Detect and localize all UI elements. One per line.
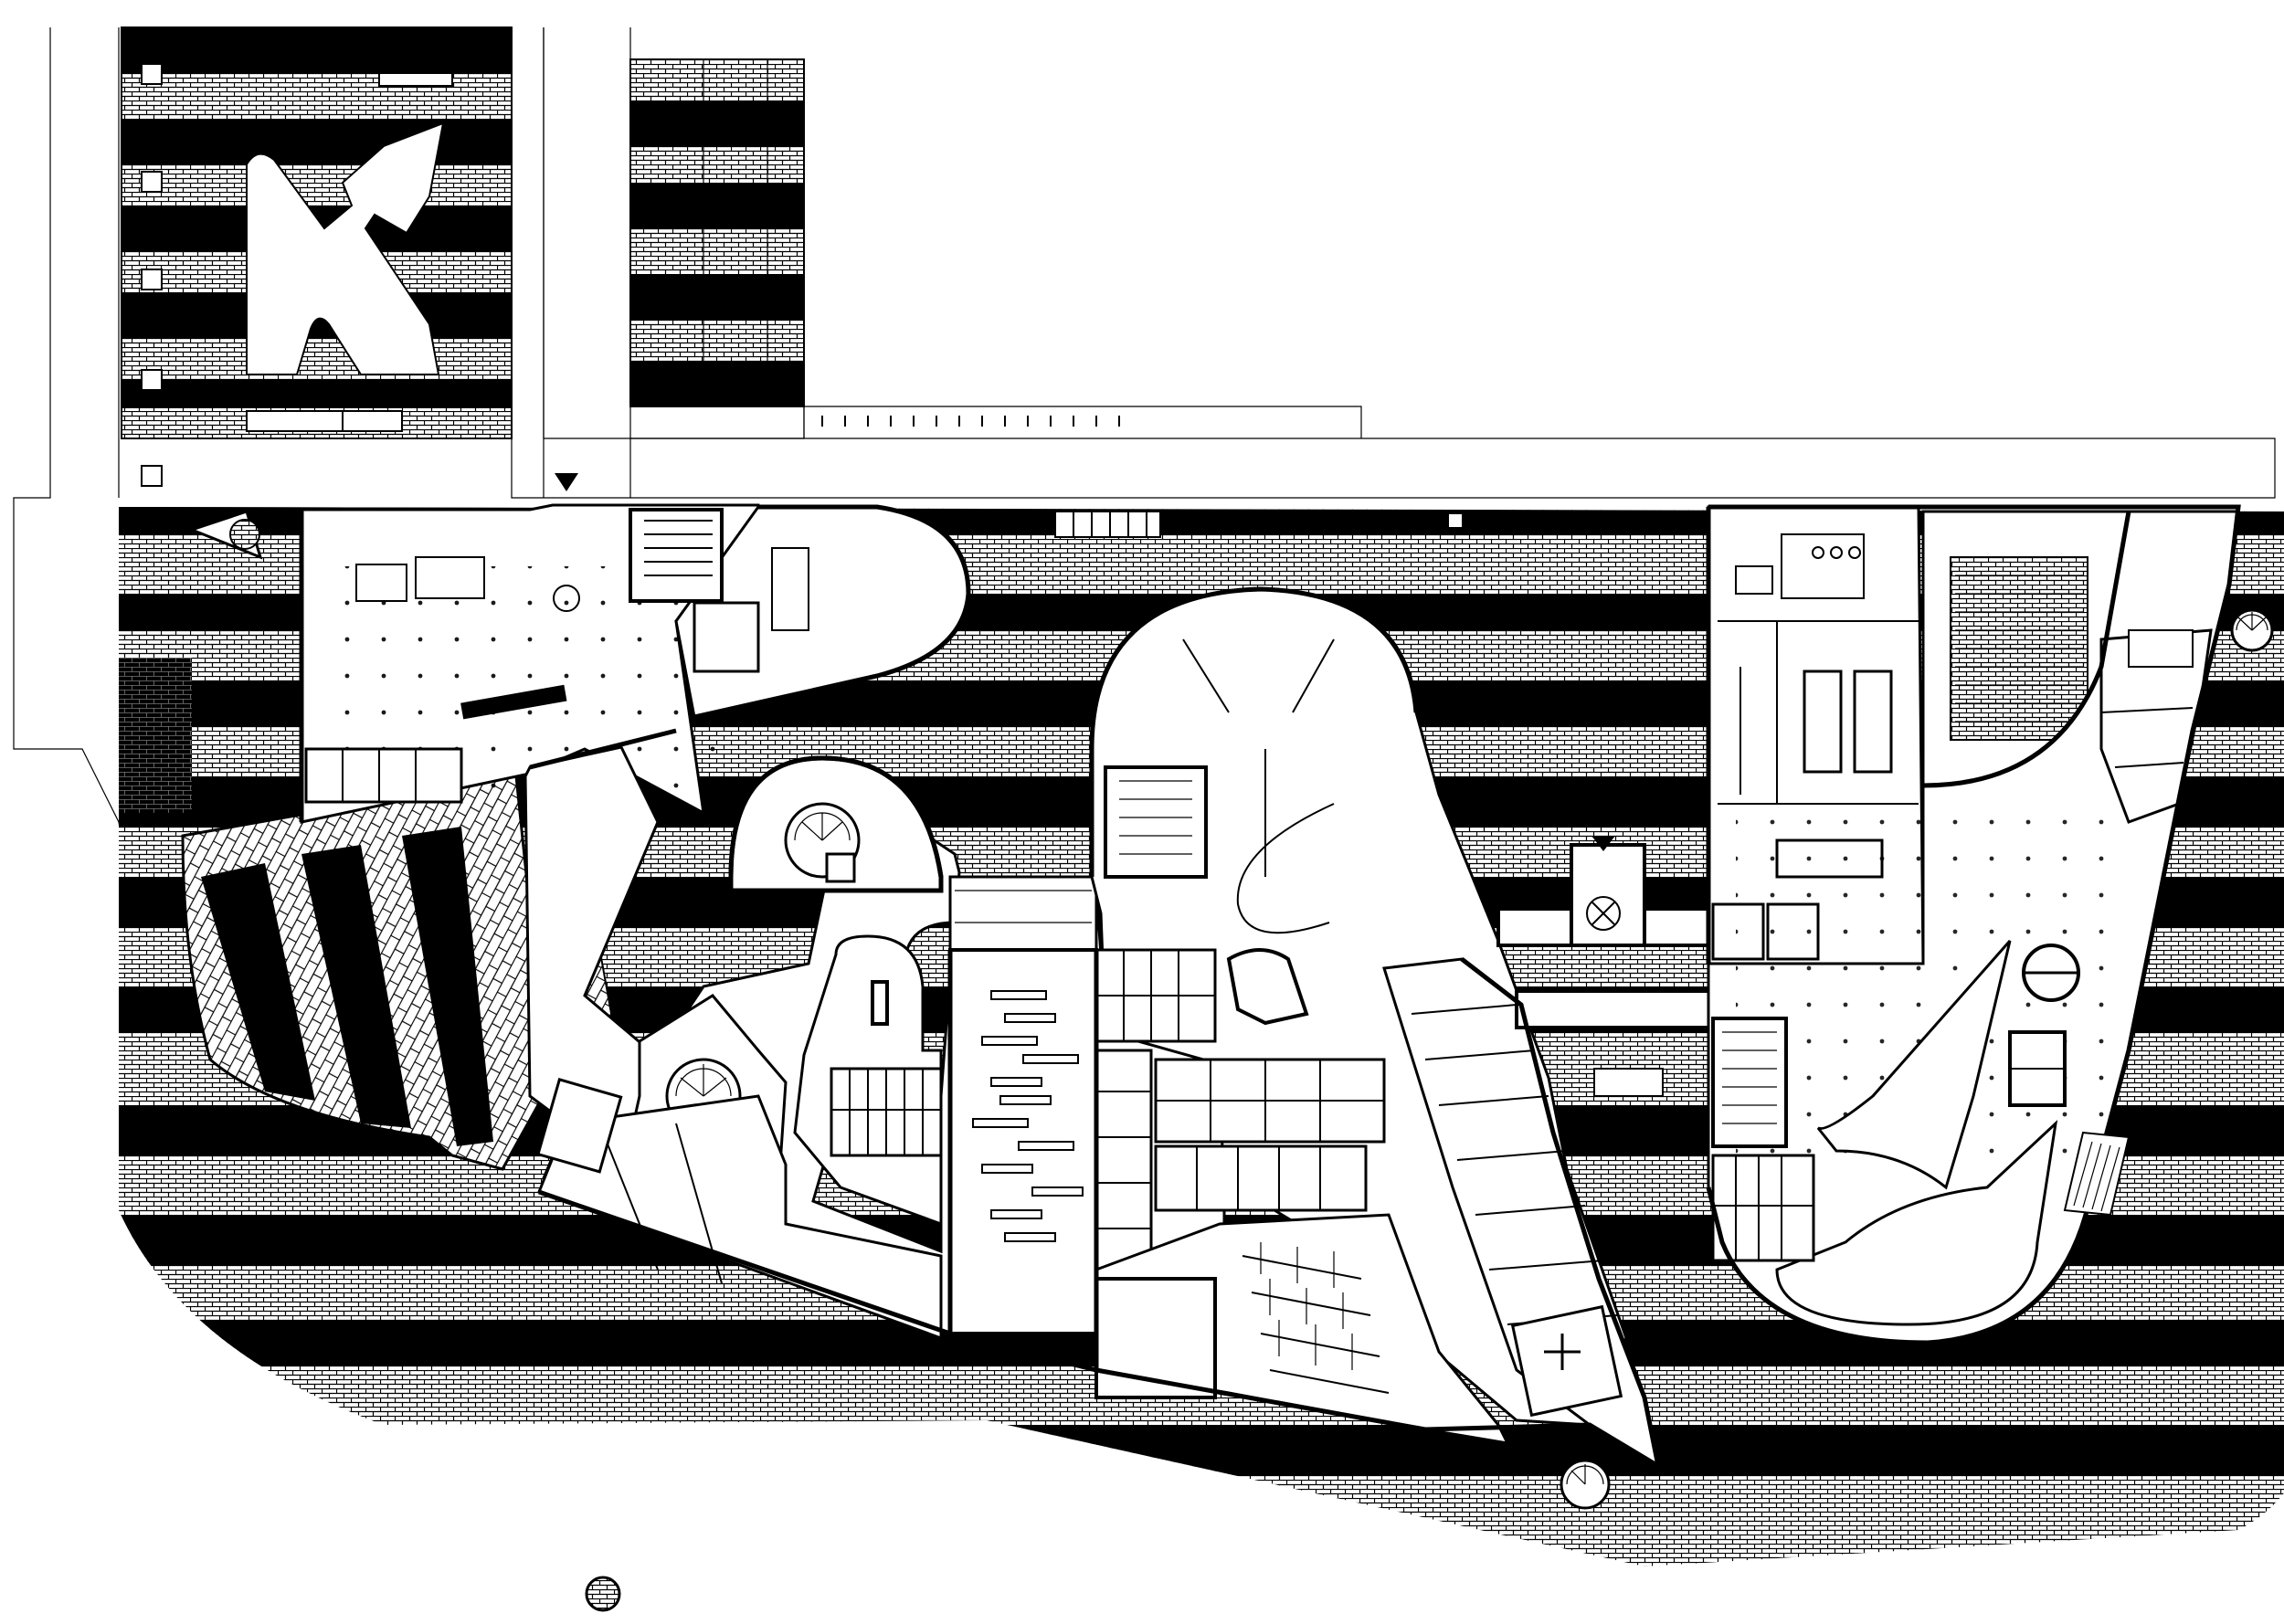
desk-rows xyxy=(1242,1242,1390,1394)
west-toilet-block xyxy=(830,1067,943,1157)
west-stair-kiosk xyxy=(187,510,263,560)
central-rooms xyxy=(1094,948,1386,1271)
north-plaza xyxy=(121,26,513,647)
plaza-graphic xyxy=(246,121,445,375)
entrance-triangle-icon xyxy=(555,473,578,491)
street-ticks xyxy=(821,416,1120,427)
round-hatched-marker xyxy=(585,1576,621,1612)
entrance-core xyxy=(553,508,760,673)
north-band-boxes xyxy=(1054,511,1464,538)
paving-fixture xyxy=(1593,1068,1664,1097)
bench-dashes xyxy=(972,990,1084,1242)
south-edge xyxy=(2063,1131,2131,1217)
north-east-plaza xyxy=(629,58,805,407)
